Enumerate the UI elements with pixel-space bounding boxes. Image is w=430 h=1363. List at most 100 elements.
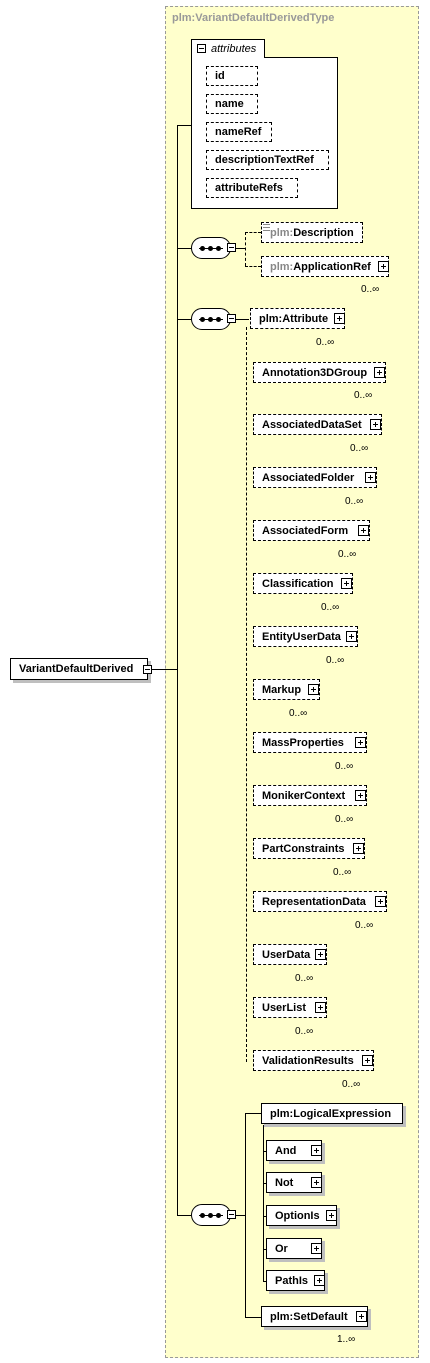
expand-icon[interactable] (378, 261, 389, 272)
attribute-descriptiontextref[interactable]: descriptionTextRef (206, 150, 329, 170)
element-label: ValidationResults (262, 1055, 354, 1067)
expand-icon[interactable] (358, 525, 369, 536)
expand-icon[interactable] (315, 1002, 326, 1013)
element-representationdata[interactable]: RepresentationData (253, 891, 387, 912)
connector (245, 1113, 246, 1317)
sequence-compositor-1 (191, 237, 231, 259)
element-label: AssociatedFolder (262, 472, 355, 484)
element-validationresults[interactable]: ValidationResults (253, 1050, 374, 1071)
expand-icon[interactable] (314, 1275, 325, 1286)
expand-icon[interactable] (353, 843, 364, 854)
element-massproperties[interactable]: MassProperties (253, 732, 367, 753)
element-logicalexpression[interactable]: plm:LogicalExpression (261, 1103, 403, 1124)
connector (263, 1249, 266, 1250)
element-label: UserData (262, 949, 311, 961)
element-label: Or (275, 1243, 288, 1255)
element-label: PartConstraints (262, 843, 345, 855)
attribute-name[interactable]: name (206, 94, 258, 114)
element-prefix: plm: (270, 227, 294, 239)
sequence-1-collapse-icon[interactable] (227, 243, 236, 252)
connector (177, 248, 191, 249)
connector (245, 1113, 261, 1114)
element-label: AssociatedDataSet (262, 419, 362, 431)
element-label: Attribute (282, 313, 329, 325)
element-pathis[interactable]: PathIs (266, 1270, 325, 1291)
attribute-id[interactable]: id (206, 66, 258, 86)
cardinality: 0..∞ (350, 443, 369, 454)
element-prefix: plm: (270, 261, 294, 273)
cardinality: 1..∞ (337, 1334, 356, 1345)
connector (263, 1183, 266, 1184)
attribute-attributerefs[interactable]: attributeRefs (206, 178, 298, 198)
cardinality: 0..∞ (295, 1026, 314, 1037)
expand-icon[interactable] (370, 419, 381, 430)
connector (177, 125, 178, 1216)
attribute-nameref[interactable]: nameRef (206, 122, 272, 142)
connector (263, 1151, 266, 1152)
collapse-icon[interactable] (197, 44, 206, 53)
expand-icon[interactable] (365, 472, 376, 483)
cardinality: 0..∞ (354, 390, 373, 401)
connector (245, 266, 261, 267)
element-applicationref[interactable]: plm:ApplicationRef (261, 256, 389, 277)
sequence-3-collapse-icon[interactable] (227, 1210, 236, 1219)
element-monikercontext[interactable]: MonikerContext (253, 785, 367, 806)
connector (177, 125, 192, 126)
root-collapse-icon[interactable] (143, 665, 152, 674)
expand-icon[interactable] (362, 1055, 373, 1066)
element-description[interactable]: plm:Description (261, 222, 363, 243)
connector (263, 1281, 266, 1282)
expand-icon[interactable] (356, 1311, 367, 1322)
element-partconstraints[interactable]: PartConstraints (253, 838, 365, 859)
expand-icon[interactable] (375, 896, 386, 907)
element-associateddataset[interactable]: AssociatedDataSet (253, 414, 382, 435)
attributes-label: attributes (211, 43, 257, 55)
cardinality: 0..∞ (326, 655, 345, 666)
attributes-tab[interactable]: attributes (191, 39, 265, 58)
sequence-2-collapse-icon[interactable] (227, 314, 236, 323)
element-classification[interactable]: Classification (253, 573, 353, 594)
element-setdefault[interactable]: plm:SetDefault (261, 1306, 368, 1327)
connector (245, 232, 246, 266)
element-entityuserdata[interactable]: EntityUserData (253, 626, 358, 647)
element-associatedform[interactable]: AssociatedForm (253, 520, 370, 541)
expand-icon[interactable] (315, 949, 326, 960)
element-label: Classification (262, 578, 334, 590)
element-label: MonikerContext (262, 790, 346, 802)
element-userdata[interactable]: UserData (253, 944, 327, 965)
cardinality: 0..∞ (342, 1079, 361, 1090)
expand-icon[interactable] (334, 313, 345, 324)
cardinality: 0..∞ (335, 761, 354, 772)
connector (236, 1215, 245, 1216)
expand-icon[interactable] (355, 790, 366, 801)
connector (263, 1125, 264, 1282)
expand-icon[interactable] (308, 684, 319, 695)
element-or[interactable]: Or (266, 1238, 322, 1259)
expand-icon[interactable] (311, 1177, 322, 1188)
element-annotation3dgroup[interactable]: Annotation3DGroup (253, 362, 386, 383)
expand-icon[interactable] (311, 1145, 322, 1156)
element-and[interactable]: And (266, 1140, 322, 1161)
element-attribute[interactable]: plm:Attribute (250, 308, 345, 329)
element-associatedfolder[interactable]: AssociatedFolder (253, 467, 377, 488)
cardinality: 0..∞ (289, 708, 308, 719)
expand-icon[interactable] (326, 1210, 337, 1221)
connector (263, 1216, 266, 1217)
expand-icon[interactable] (346, 631, 357, 642)
element-label: LogicalExpression (293, 1108, 392, 1120)
expand-icon[interactable] (355, 737, 366, 748)
element-label: EntityUserData (262, 631, 341, 643)
cardinality: 0..∞ (321, 602, 340, 613)
root-element[interactable]: VariantDefaultDerived (10, 658, 148, 680)
expand-icon[interactable] (374, 367, 385, 378)
expand-icon[interactable] (341, 578, 352, 589)
element-userlist[interactable]: UserList (253, 997, 327, 1018)
connector (236, 319, 249, 320)
sequence-compositor-3 (191, 1204, 231, 1226)
element-optionis[interactable]: OptionIs (266, 1205, 337, 1226)
expand-icon[interactable] (311, 1243, 322, 1254)
element-label: PathIs (275, 1275, 309, 1287)
cardinality: 0..∞ (335, 814, 354, 825)
sequence-compositor-2 (191, 308, 231, 330)
element-markup[interactable]: Markup (253, 679, 320, 700)
